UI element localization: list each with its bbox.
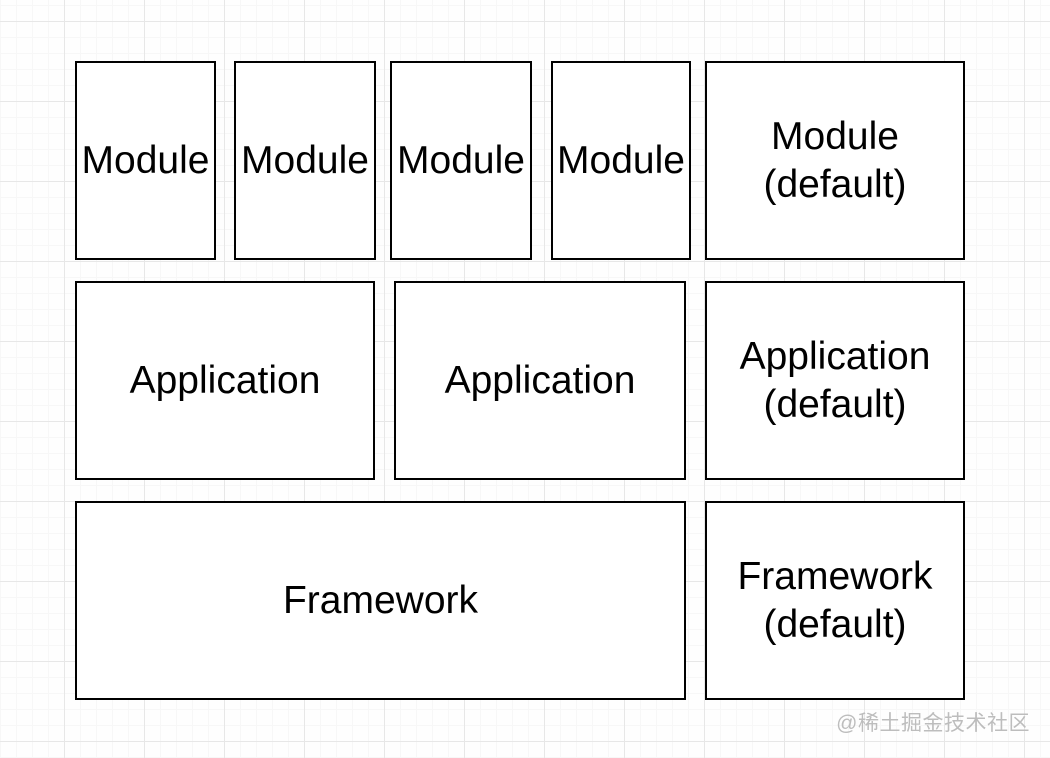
box-label: Application [129, 358, 321, 402]
box-label: Framework [737, 554, 933, 598]
box-module-1: Module [75, 61, 216, 260]
box-module-default: Module (default) [705, 61, 965, 260]
box-label: Framework [282, 578, 479, 622]
box-framework: Framework [75, 501, 686, 700]
box-module-3: Module [390, 61, 532, 260]
box-label: Module [771, 114, 899, 158]
box-sublabel: (default) [763, 162, 907, 206]
box-label: Module [397, 138, 525, 182]
box-module-2: Module [234, 61, 376, 260]
box-application-1: Application [75, 281, 375, 480]
box-application-default: Application (default) [705, 281, 965, 480]
box-label: Application [444, 358, 636, 402]
box-label: Module [557, 138, 685, 182]
box-application-2: Application [394, 281, 686, 480]
box-label: Application [739, 334, 931, 378]
watermark: @稀土掘金技术社区 [836, 712, 1030, 735]
box-framework-default: Framework (default) [705, 501, 965, 700]
box-sublabel: (default) [763, 382, 907, 426]
box-sublabel: (default) [763, 602, 907, 646]
box-module-4: Module [551, 61, 691, 260]
box-label: Module [81, 138, 210, 182]
box-label: Module [241, 138, 369, 182]
